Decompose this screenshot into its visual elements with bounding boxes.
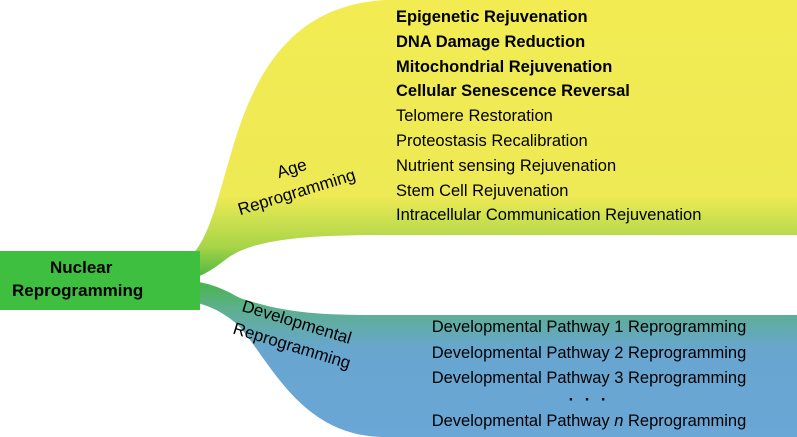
ellipsis: · · · — [568, 390, 610, 409]
age-list-item: Mitochondrial Rejuvenation — [396, 57, 613, 76]
root-label-line1: Nuclear — [50, 258, 113, 277]
last-item-variable: n — [614, 411, 624, 430]
last-item-prefix: Developmental Pathway — [431, 411, 615, 430]
root-label-line2: Reprogramming — [12, 281, 144, 300]
developmental-list-item: Developmental Pathway 1 Reprogramming — [431, 318, 747, 336]
age-list-item: Stem Cell Rejuvenation — [396, 181, 569, 200]
last-item-suffix: Reprogramming — [623, 411, 747, 430]
nuclear-reprogramming-label: Nuclear Reprogramming — [8, 256, 208, 302]
age-reprogramming-branch — [120, 0, 797, 280]
developmental-list-item-n: Developmental Pathway n Reprogramming — [398, 409, 780, 435]
age-list-item: Intracellular Communication Rejuvenation — [396, 206, 702, 225]
age-list-item: Epigenetic Rejuvenation — [396, 8, 588, 26]
age-list-item: DNA Damage Reduction — [396, 32, 586, 51]
age-reprogramming-list: Epigenetic Rejuvenation DNA Damage Reduc… — [396, 5, 701, 228]
nuclear-reprogramming-root — [0, 251, 200, 310]
age-list-item: Proteostasis Recalibration — [396, 131, 588, 150]
developmental-list-item: Developmental Pathway 2 Reprogramming — [431, 343, 747, 362]
age-list-item: Nutrient sensing Rejuvenation — [396, 156, 617, 175]
developmental-reprogramming-branch — [120, 278, 797, 437]
developmental-list-item: Developmental Pathway 3 Reprogramming — [431, 369, 747, 387]
age-list-item: Cellular Senescence Reversal — [396, 82, 630, 101]
developmental-reprogramming-list: Developmental Pathway 1 Reprogramming De… — [398, 315, 780, 434]
age-list-item: Telomere Restoration — [396, 107, 553, 126]
